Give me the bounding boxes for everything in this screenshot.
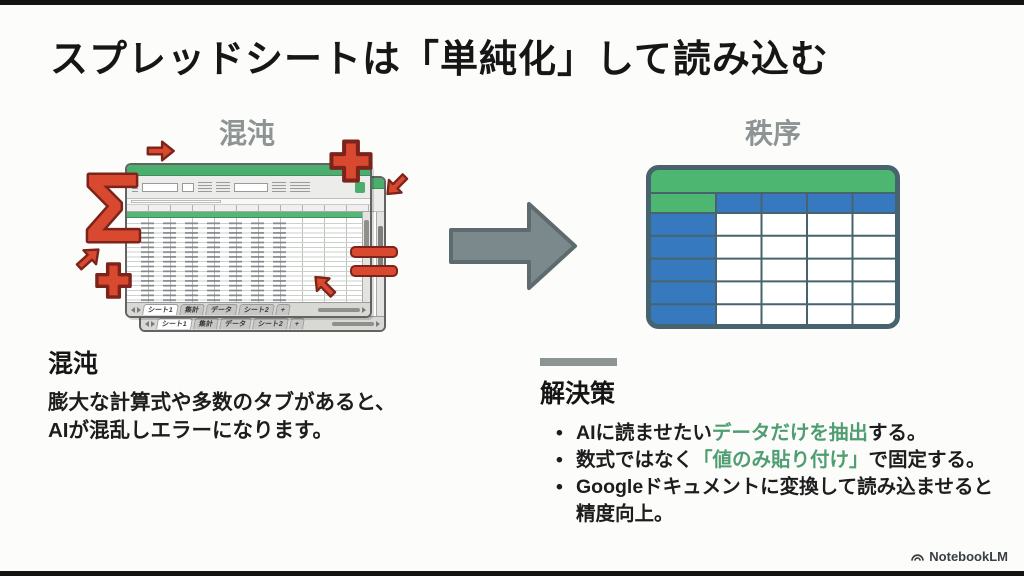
tab-nav-right-icon [362, 306, 366, 313]
notebooklm-watermark: NotebookLM [910, 549, 1008, 564]
sheet-tab: シート1 [142, 304, 179, 315]
sheet-tab: シート2 [237, 304, 275, 315]
arrow-right-icon [146, 140, 175, 162]
chaos-section: 混沌 膨大な計算式や多数のタブがあると、 AIが混乱しエラーになります。 [48, 344, 488, 444]
chaos-label: 混沌 [218, 118, 275, 149]
top-letterbox-bar [0, 0, 1024, 5]
column-header-row [127, 205, 370, 212]
window-titlebar [127, 165, 370, 176]
highlighted-text: 「値のみ貼り付け」 [693, 449, 869, 471]
sheet-tab: シート1 [156, 318, 193, 329]
arrow-down-left-icon [386, 173, 409, 196]
tab-nav-right-icon [137, 306, 141, 313]
chaos-heading: 混沌 [48, 350, 99, 378]
toolbar-button [182, 182, 194, 192]
solution-bullet: Googleドキュメントに変換して読み込ませると精度向上。 [540, 474, 1012, 528]
sheet-tab: シート2 [251, 318, 289, 329]
tab-nav-left-icon [131, 306, 135, 313]
chaos-spreadsheet-illustration: シート1 集計 データ シート2 + [70, 135, 420, 347]
cell-data-texture [136, 221, 288, 302]
spreadsheet-window-front: シート1 集計 データ シート2 + [125, 163, 372, 318]
sheet-tab-bar-back: シート1 集計 データ シート2 + [141, 316, 384, 330]
sheet-tab-add: + [288, 318, 305, 329]
toolbar-icon [132, 182, 138, 192]
toolbar-button-group [272, 182, 286, 192]
sheet-tab: データ [204, 304, 238, 315]
arrow-up-right-icon [75, 248, 100, 271]
data-grid [127, 212, 370, 302]
tab-nav-right-icon [151, 320, 155, 327]
plus-icon [329, 139, 373, 183]
solution-section: 解決策 AIに読ませたいデータだけを抽出する。 数式ではなく「値のみ貼り付け」で… [540, 358, 1012, 528]
section-divider [540, 358, 617, 366]
svg-text:Σ: Σ [84, 155, 142, 255]
sigma-icon: Σ [82, 155, 145, 255]
highlighted-text: データだけを抽出 [711, 422, 868, 444]
notebooklm-icon [911, 554, 925, 561]
arrow-up-left-icon [314, 275, 337, 298]
transform-arrow-icon [449, 202, 577, 290]
toolbar-file-icon [355, 181, 365, 193]
sheet-tab: データ [218, 318, 252, 329]
solution-bullet: AIに読ませたいデータだけを抽出する。 [540, 420, 1012, 447]
bottom-letterbox-bar [0, 571, 1024, 576]
plus-icon [95, 262, 132, 299]
solution-bullet: 数式ではなく「値のみ貼り付け」で固定する。 [540, 447, 1012, 474]
watermark-label: NotebookLM [929, 549, 1008, 564]
sheet-tab: 集計 [192, 318, 219, 329]
sheet-tab-add: + [274, 304, 291, 315]
chaos-description-line1: 膨大な計算式や多数のタブがあると、 [48, 391, 396, 414]
toolbar-name-box [142, 182, 178, 192]
sheet-tab-bar-front: シート1 集計 データ シート2 + [127, 302, 370, 316]
solution-heading: 解決策 [540, 380, 616, 408]
toolbar-button-group [290, 182, 310, 192]
equals-icon [350, 246, 398, 277]
toolbar-button-group [198, 182, 212, 192]
chaos-description-line2: AIが混乱しエラーになります。 [48, 418, 333, 442]
window-toolbar [127, 176, 370, 199]
formula-bar [127, 199, 370, 205]
grid-header-row [127, 212, 362, 218]
sheet-tab: 集計 [178, 304, 205, 315]
tab-nav-right-icon [376, 320, 380, 327]
toolbar-input [234, 182, 268, 192]
tab-scrollbar [332, 321, 374, 326]
tab-nav-left-icon [145, 320, 149, 327]
tab-scrollbar [318, 307, 360, 312]
toolbar-button-group [216, 182, 230, 192]
order-label: 秩序 [744, 118, 801, 149]
solution-bullet-list: AIに読ませたいデータだけを抽出する。 数式ではなく「値のみ貼り付け」で固定する… [540, 420, 1012, 528]
order-table-illustration [646, 165, 900, 329]
page-title: スプレッドシートは「単純化」して読み込む [50, 39, 829, 81]
